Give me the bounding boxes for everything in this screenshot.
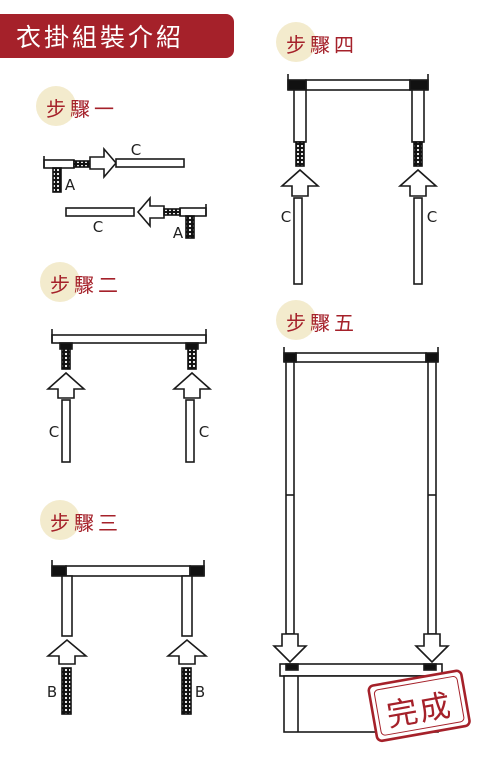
pipe-c-top (115, 158, 185, 168)
step-4-diagram (279, 74, 439, 285)
part-label-c: C (130, 141, 142, 159)
pole-right (181, 575, 193, 637)
step-2-label: 步驟二 (50, 273, 122, 297)
pipe-c-right (185, 399, 195, 463)
step-2-bubble (40, 262, 80, 302)
up-arrow-icon (171, 371, 213, 399)
connector-a-bottom (163, 204, 207, 239)
pipe-c-left (293, 197, 303, 285)
top-rail (295, 352, 427, 363)
part-label-c: C (426, 208, 438, 226)
step-4-label: 步驟四 (286, 33, 358, 57)
screw-b-left (61, 348, 71, 370)
part-label-b: B (194, 683, 206, 701)
up-arrow-icon (45, 371, 87, 399)
up-arrow-icon (45, 638, 89, 665)
pipe-c-left (61, 399, 71, 463)
pole-right (411, 89, 425, 143)
title-banner: 衣掛組裝介紹 (0, 14, 234, 58)
screw-b-right (187, 348, 197, 370)
step-3-bubble (40, 500, 80, 540)
step-5-label: 步驟五 (286, 311, 358, 335)
down-arrow-icon (272, 633, 308, 664)
part-label-c: C (280, 208, 292, 226)
screw-b-right (181, 667, 192, 715)
part-label-c: C (198, 423, 210, 441)
step-4-bubble (276, 22, 316, 62)
part-label-a: A (172, 224, 184, 242)
step-3-diagram (45, 560, 209, 715)
top-rail (305, 79, 411, 91)
up-arrow-icon (165, 638, 209, 665)
down-arrow-icon (414, 633, 450, 664)
pole-right (427, 361, 437, 635)
part-label-a: A (64, 176, 76, 194)
top-rail (65, 565, 191, 577)
step-3-label: 步驟三 (50, 511, 122, 535)
completion-stamp (367, 669, 471, 743)
up-arrow-icon (397, 168, 439, 197)
step-5-bubble (276, 300, 316, 340)
step-1-label: 步驟一 (46, 97, 118, 121)
step-1-diagram (43, 146, 207, 239)
up-arrow-icon (279, 168, 321, 197)
screw-b-left (61, 667, 72, 715)
step-1-bubble (36, 86, 76, 126)
step-5-diagram (272, 347, 450, 733)
pole-left (285, 361, 295, 635)
pipe-c-bottom (65, 207, 135, 217)
part-label-c: C (48, 423, 60, 441)
page-title: 衣掛組裝介紹 (16, 23, 185, 52)
pipe-c-right (413, 197, 423, 285)
pole-left (61, 575, 73, 637)
step-2-diagram (45, 329, 213, 463)
left-arrow-icon (136, 195, 165, 229)
part-label-b: B (46, 683, 58, 701)
part-label-c: C (92, 218, 104, 236)
pole-left (293, 89, 307, 143)
top-rail (51, 334, 207, 344)
right-arrow-icon (89, 146, 118, 180)
